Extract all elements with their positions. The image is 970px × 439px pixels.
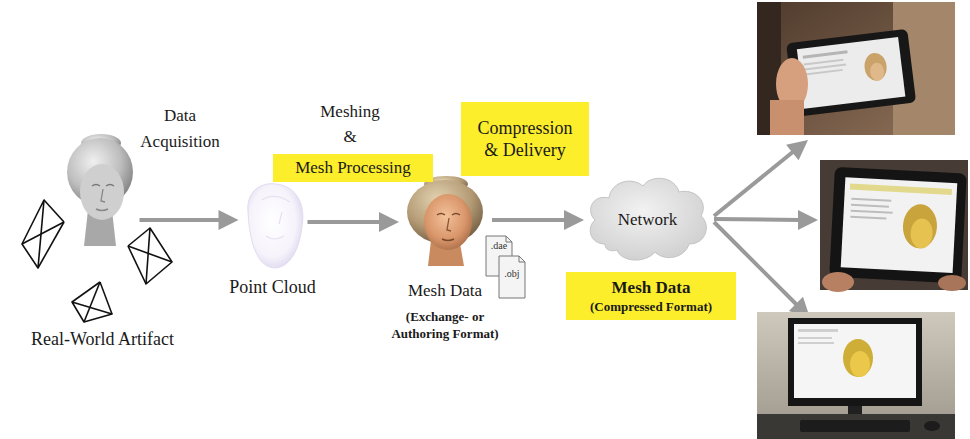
node-title: Compression & Delivery: [473, 117, 577, 162]
flow-arrow: [140, 210, 239, 230]
point-cloud-figure: Point Cloud: [215, 183, 330, 299]
highlight-box: Mesh Data(Compressed Format): [566, 272, 736, 320]
artifact-figure: Real-World Artifact: [10, 135, 195, 351]
node-title: Real-World Artifact: [31, 328, 174, 351]
highlight-box: Compression & Delivery: [461, 102, 589, 176]
artifact-head: [67, 134, 133, 246]
node-title: Mesh Processing: [295, 157, 411, 178]
highlight-box: Mesh Processing: [273, 154, 433, 182]
device-photo: [757, 312, 955, 439]
flow-arrow: [492, 210, 584, 230]
step-label: Data Acquisition: [125, 103, 235, 156]
node-title: Network: [618, 209, 677, 230]
file-extension: .dae: [487, 240, 511, 251]
mesh-head: [407, 176, 483, 266]
step-label: Meshing &: [315, 100, 385, 149]
node-subtitle: (Exchange- or Authoring Format): [385, 309, 505, 342]
point-cloud: [248, 184, 303, 268]
node-title: Point Cloud: [229, 276, 316, 299]
figure-anchor: [240, 183, 306, 268]
mesh-figure: Mesh Data (Exchange- or Authoring Format): [375, 178, 515, 342]
device-photo: [820, 160, 968, 292]
node-title: Mesh Data: [612, 277, 691, 298]
figure-anchor: [68, 135, 138, 245]
node-title: Mesh Data: [408, 280, 482, 301]
network-cloud: Network: [585, 172, 710, 267]
device-photo: [757, 2, 955, 135]
figure-anchor: [400, 178, 490, 266]
file-extension: .obj: [500, 268, 524, 279]
flow-arrow: [308, 212, 400, 232]
file-icon: [486, 236, 525, 298]
node-subtitle: (Compressed Format): [590, 299, 712, 315]
